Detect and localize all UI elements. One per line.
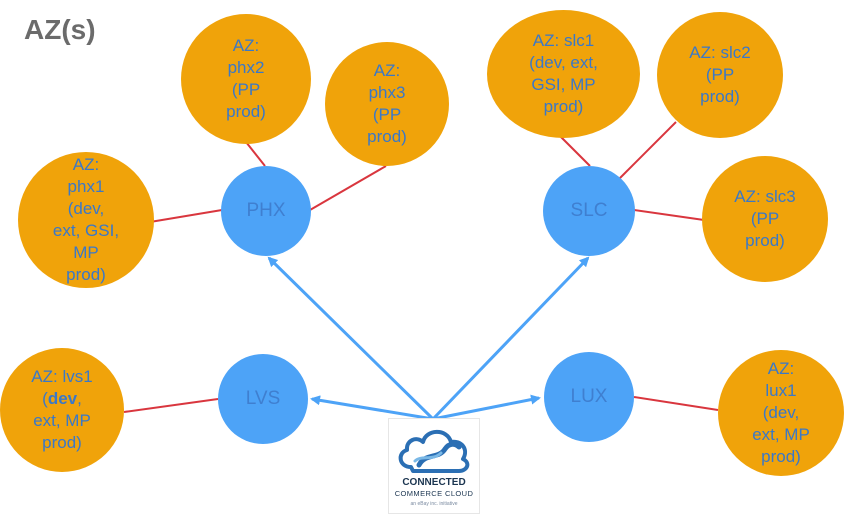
datacenter-lvs-node: LVS xyxy=(218,354,308,444)
az-phx1-node: AZ: phx1 (dev, ext, GSI, MP prod) xyxy=(18,152,154,288)
az-lux1-label: AZ: lux1 (dev, ext, MP prod) xyxy=(752,359,810,466)
az-lvs1-line1: AZ: lvs1 xyxy=(31,367,93,386)
link-phx-phx1 xyxy=(149,209,223,223)
logo-tagline: an eBay inc. initiative xyxy=(410,501,458,507)
link-slc-slc3 xyxy=(633,209,705,221)
arrow-to-lux xyxy=(432,394,541,421)
logo-name: CONNECTED xyxy=(402,477,466,488)
link-phx-phx3 xyxy=(309,165,387,211)
link-slc-slc2 xyxy=(619,121,677,179)
datacenter-slc-node: SLC xyxy=(543,166,635,256)
datacenter-slc-label: SLC xyxy=(570,200,608,221)
az-slc1-node: AZ: slc1 (dev, ext, GSI, MP prod) xyxy=(487,10,640,138)
datacenter-lvs-label: LVS xyxy=(245,388,281,409)
link-lvs-lvs1 xyxy=(123,398,219,413)
az-slc2-label: AZ: slc2 (PP prod) xyxy=(689,43,751,106)
link-phx-phx2 xyxy=(245,141,266,167)
az-phx1-label: AZ: phx1 (dev, ext, GSI, MP prod) xyxy=(52,155,120,284)
az-phx3-label: AZ: phx3 (PP prod) xyxy=(367,61,407,146)
az-lux1-node: AZ: lux1 (dev, ext, MP prod) xyxy=(718,350,844,476)
az-lvs1-bold: dev xyxy=(47,389,78,408)
connected-commerce-cloud-logo: CONNECTED COMMERCE CLOUD an eBay inc. in… xyxy=(388,418,480,514)
datacenter-phx-label: PHX xyxy=(246,200,286,221)
link-lux-lux1 xyxy=(633,396,719,411)
az-phx2-node: AZ: phx2 (PP prod) xyxy=(181,14,311,144)
az-phx3-node: AZ: phx3 (PP prod) xyxy=(325,42,449,166)
link-slc-slc1 xyxy=(559,135,591,167)
az-slc1-label: AZ: slc1 (dev, ext, GSI, MP prod) xyxy=(529,31,598,116)
az-slc3-node: AZ: slc3 (PP prod) xyxy=(702,156,828,282)
arrow-to-phx xyxy=(267,256,435,421)
arrow-to-lvs xyxy=(310,395,434,421)
az-phx2-label: AZ: phx2 (PP prod) xyxy=(226,36,266,121)
az-slc3-label: AZ: slc3 (PP prod) xyxy=(734,187,796,250)
page-title: AZ(s) xyxy=(24,14,96,45)
datacenter-lux-node: LUX xyxy=(544,352,634,442)
logo-subtitle: COMMERCE CLOUD xyxy=(394,489,474,498)
datacenter-lux-label: LUX xyxy=(570,386,608,407)
az-slc2-node: AZ: slc2 (PP prod) xyxy=(657,12,783,138)
arrow-to-slc xyxy=(431,256,590,421)
cloud-logo-icon xyxy=(398,429,470,473)
az-lvs1-node: AZ: lvs1 (dev, ext, MP prod) xyxy=(0,348,124,472)
datacenter-phx-node: PHX xyxy=(221,166,311,256)
az-lvs1-rest: ext, MP prod) xyxy=(33,411,91,452)
az-lvs1-label: AZ: lvs1 (dev, ext, MP prod) xyxy=(31,367,93,452)
